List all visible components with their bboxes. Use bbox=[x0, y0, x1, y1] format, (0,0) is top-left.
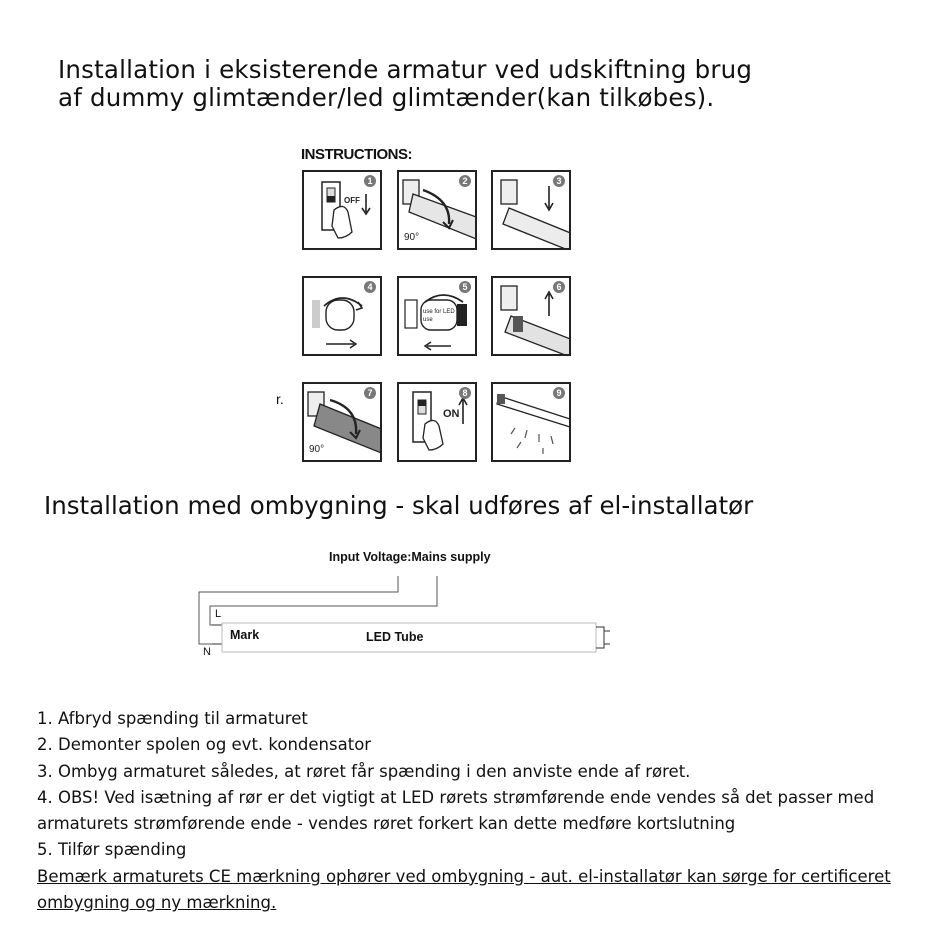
step-item: 2. Demonter spolen og evt. kondensator bbox=[37, 735, 372, 755]
switch-off-illustration bbox=[321, 181, 371, 239]
insert-tube-illustration bbox=[500, 285, 569, 354]
mark-label: Mark bbox=[230, 628, 260, 642]
heading-rewiring: Installation med ombygning - skal udføre… bbox=[44, 491, 754, 520]
instruction-panel-1: OFF 1 bbox=[302, 170, 382, 250]
heading-line-2: af dummy glimtænder/led glimtænder(kan t… bbox=[58, 83, 715, 112]
instruction-panel-7: 90° 7 bbox=[302, 382, 382, 462]
on-label: ON bbox=[443, 408, 460, 420]
led-use-label: use for LED use bbox=[423, 309, 455, 323]
input-voltage-label: Input Voltage:Mains supply bbox=[329, 550, 491, 564]
rotation-label: 90° bbox=[404, 232, 420, 243]
step-number-badge: 7 bbox=[364, 387, 376, 399]
led-tube-label: LED Tube bbox=[366, 630, 424, 644]
step-number-badge: 6 bbox=[553, 281, 565, 293]
instruction-panel-3: 3 bbox=[491, 170, 571, 250]
step-item: 4. OBS! Ved isætning af rør er det vigti… bbox=[37, 787, 875, 807]
ce-marking-note-line-1: Bemærk armaturets CE mærkning ophører ve… bbox=[37, 866, 891, 886]
step-item: armaturets strømførende ende - vendes rø… bbox=[37, 814, 736, 834]
step-number-badge: 8 bbox=[459, 387, 471, 399]
step-number-badge: 9 bbox=[553, 387, 565, 399]
rotation-label: 90° bbox=[309, 444, 325, 455]
instruction-panel-9: 9 bbox=[491, 382, 571, 462]
remove-tube-illustration bbox=[500, 179, 569, 248]
rotate-tube-illustration bbox=[402, 179, 475, 240]
step-number-badge: 5 bbox=[459, 281, 471, 293]
wiring-diagram: Input Voltage:Mains supply L N Mark LED … bbox=[0, 540, 932, 670]
live-terminal-label: L bbox=[215, 608, 222, 620]
step-number-badge: 3 bbox=[553, 175, 565, 187]
tube-lit-illustration bbox=[496, 394, 569, 454]
ce-marking-note-line-2: ombygning og ny mærkning. bbox=[37, 893, 277, 913]
off-label: OFF bbox=[344, 196, 360, 205]
instruction-panel-6: 6 bbox=[491, 276, 571, 356]
heading-existing-fixture: Installation i eksisterende armatur ved … bbox=[58, 56, 752, 112]
instruction-panel-4: 4 bbox=[302, 276, 382, 356]
step-item: 3. Ombyg armaturet således, at røret får… bbox=[37, 761, 691, 781]
step-item: 5. Tilfør spænding bbox=[37, 840, 187, 860]
heading-line-1: Installation i eksisterende armatur ved … bbox=[58, 55, 753, 84]
cropped-text-fragment: r. bbox=[276, 391, 284, 407]
step-number-badge: 4 bbox=[364, 281, 376, 293]
rewiring-steps: 1. Afbryd spænding til armaturet 2. Demo… bbox=[37, 706, 917, 916]
instruction-panel-5: use for LED use 5 bbox=[397, 276, 477, 356]
step-item: 1. Afbryd spænding til armaturet bbox=[37, 709, 308, 728]
switch-on-illustration bbox=[412, 391, 468, 451]
wiring-lines bbox=[198, 576, 610, 653]
remove-starter-illustration bbox=[312, 297, 364, 349]
step-number-badge: 2 bbox=[459, 175, 471, 187]
step-number-badge: 1 bbox=[364, 175, 376, 187]
neutral-terminal-label: N bbox=[203, 646, 211, 658]
instruction-panel-2: 90° 2 bbox=[397, 170, 477, 250]
instructions-title: INSTRUCTIONS: bbox=[301, 146, 413, 163]
rotate-tube-in-illustration bbox=[307, 391, 380, 454]
insert-led-starter-illustration bbox=[404, 294, 467, 351]
instruction-panel-8: ON 8 bbox=[397, 382, 477, 462]
